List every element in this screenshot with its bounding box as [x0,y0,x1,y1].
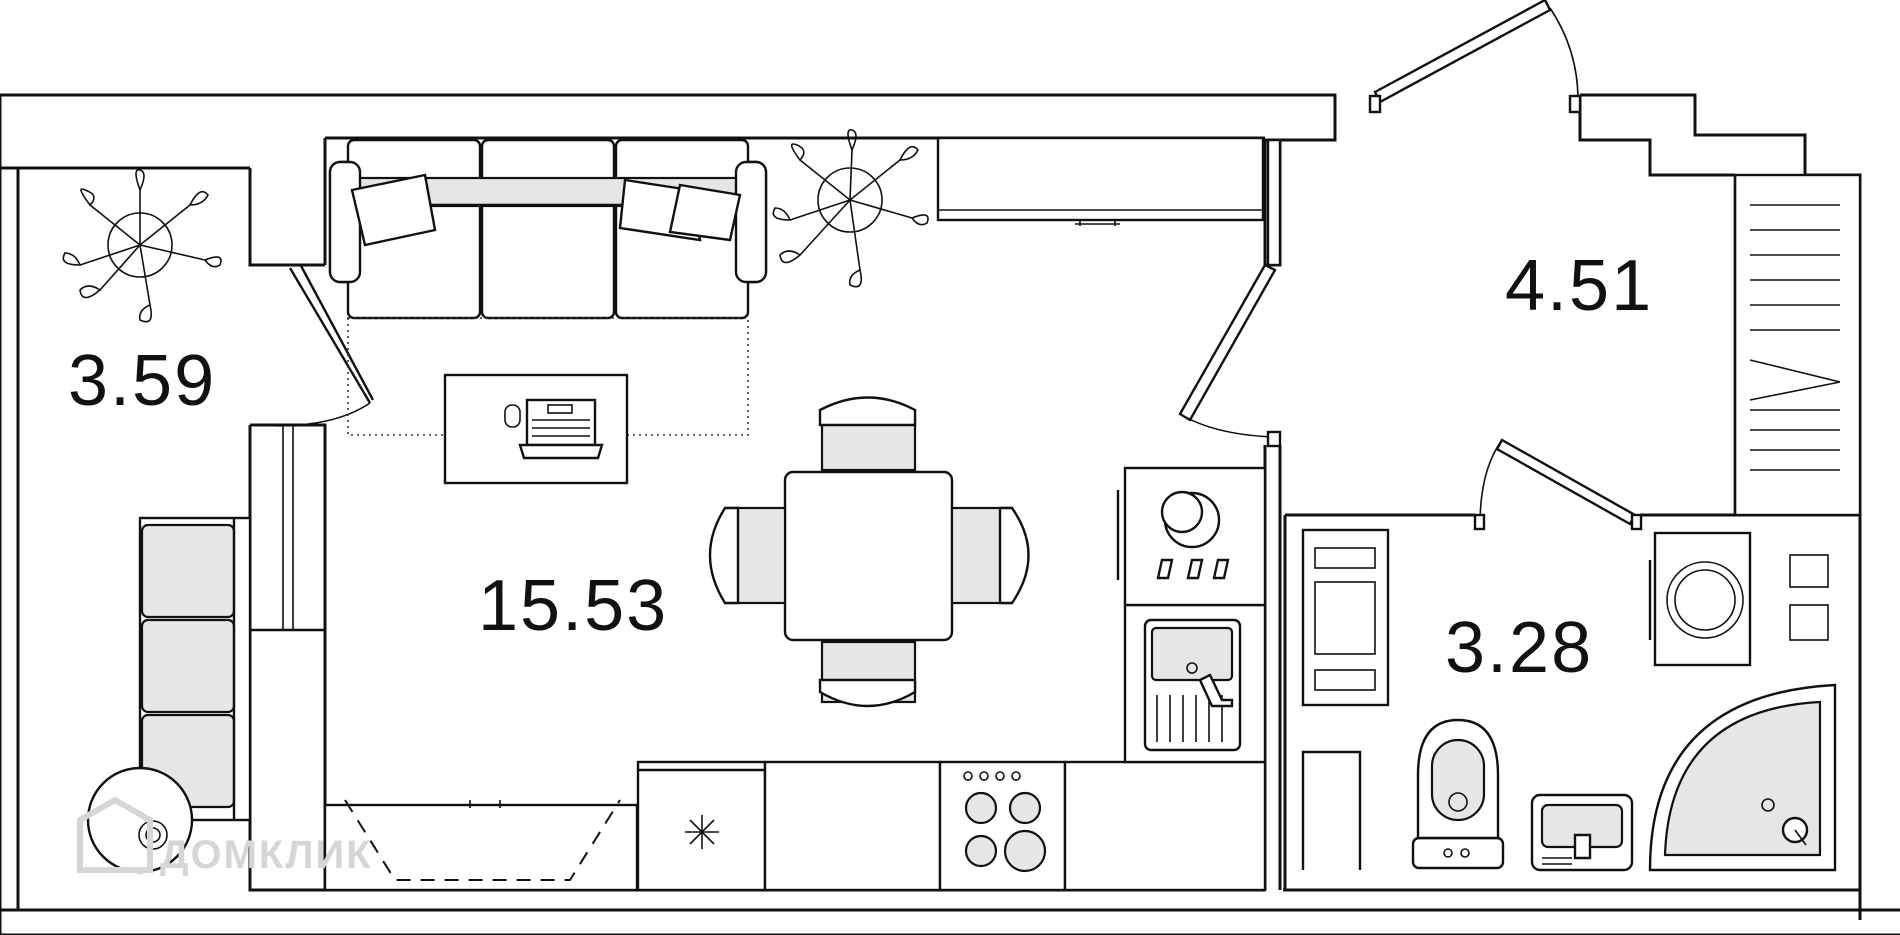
stove [938,760,1067,892]
sofa [328,138,768,320]
watermark-text: ДОМКЛИК [160,833,373,877]
area-living-kitchen: 15.53 [478,566,668,646]
desk [443,373,629,485]
dishwasher-dishes [1116,466,1267,607]
bathroom-cabinet [1301,528,1390,707]
snowflake-icon [685,815,719,849]
area-bathroom: 3.28 [1445,608,1593,688]
bathroom-shelves [1789,554,1829,641]
chair-bottom [818,640,917,708]
kitchen-cabinet [763,760,942,892]
balcony-door [254,263,375,427]
chair-left [708,506,787,605]
chair-right [950,506,1030,605]
fridge [636,760,767,892]
kitchen-sink [1123,603,1267,764]
hallway-door [1178,138,1282,448]
wardrobe-tv-unit [936,136,1265,226]
area-hallway: 4.51 [1505,246,1653,326]
balcony-sofa [138,516,252,822]
entrance-door [1368,0,1582,114]
dining-table [708,396,1030,708]
washing-machine [1648,531,1752,667]
watermark-logo: ДОМКЛИК [77,796,373,877]
bath-stool [1301,750,1362,870]
rug [347,317,749,436]
bathtub-sink-counter [323,799,639,892]
shower-cabin [1648,683,1837,872]
laptop-icon [518,398,604,460]
bathroom-door [1473,438,1643,531]
bathroom-sink [1530,793,1634,872]
chair-top [818,396,917,472]
toilet [1411,718,1505,870]
hallway-wardrobe [1733,173,1862,517]
area-balcony: 3.59 [68,341,216,421]
balcony-plant [62,169,222,323]
kitchen-cabinet-corner [1063,760,1267,892]
living-plant [772,129,929,288]
